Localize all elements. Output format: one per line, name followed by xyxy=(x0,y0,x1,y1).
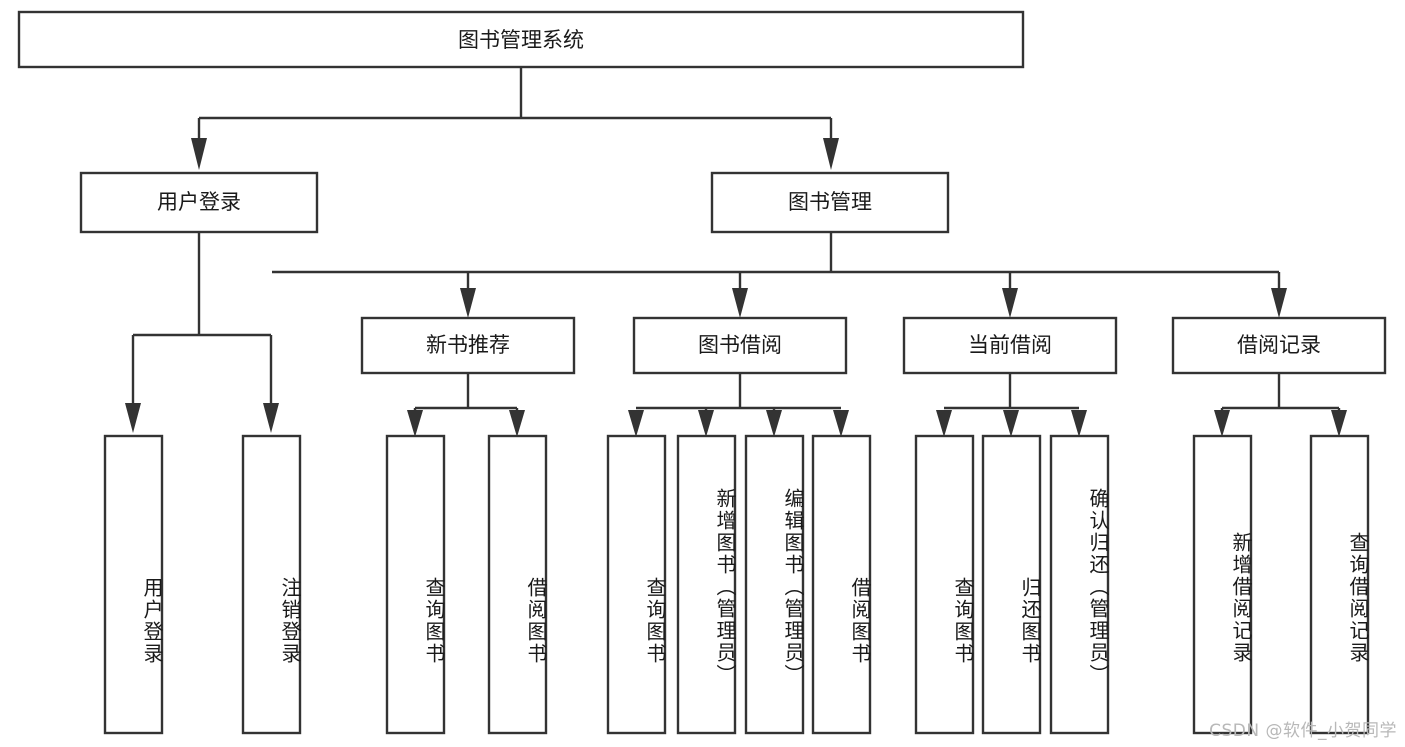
arrow-user-login xyxy=(191,138,207,170)
node-leaf-borrow-book-1-box[interactable] xyxy=(487,434,548,735)
arrow-leaf-query-book-3 xyxy=(936,410,952,437)
arrow-leaf-query-book-1 xyxy=(407,410,423,437)
node-leaf-query-record-box[interactable] xyxy=(1309,434,1370,735)
arrow-new-book-recommend xyxy=(460,288,476,318)
arrow-leaf-add-book xyxy=(698,410,714,437)
node-leaf-user-login-box[interactable] xyxy=(103,434,164,735)
arrow-leaf-add-record xyxy=(1214,410,1230,437)
arrow-leaf-user-login xyxy=(125,403,141,433)
node-leaf-confirm-return-box[interactable] xyxy=(1049,434,1110,735)
node-book-borrow-label: 图书借阅 xyxy=(698,333,782,357)
arrow-leaf-query-record xyxy=(1331,410,1347,437)
node-root-label: 图书管理系统 xyxy=(458,28,584,52)
node-leaf-add-record-box[interactable] xyxy=(1192,434,1253,735)
node-leaf-logout-box[interactable] xyxy=(241,434,302,735)
node-leaf-query-book-1-box[interactable] xyxy=(385,434,446,735)
node-new-book-recommend-label: 新书推荐 xyxy=(426,333,510,357)
node-leaf-borrow-book-2-box[interactable] xyxy=(811,434,872,735)
arrow-leaf-logout xyxy=(263,403,279,433)
node-new-book-recommend-box[interactable] xyxy=(360,316,576,375)
node-root-box[interactable] xyxy=(17,10,1025,69)
node-leaf-return-book-box[interactable] xyxy=(981,434,1042,735)
node-leaf-query-book-3-box[interactable] xyxy=(914,434,975,735)
arrow-book-borrow xyxy=(732,288,748,318)
arrow-borrow-record xyxy=(1271,288,1287,318)
arrow-leaf-query-book-2 xyxy=(628,410,644,437)
arrow-leaf-return-book xyxy=(1003,410,1019,437)
node-borrow-record-label: 借阅记录 xyxy=(1237,333,1321,357)
arrow-leaf-borrow-book-1 xyxy=(509,410,525,437)
node-user-login-label: 用户登录 xyxy=(157,190,241,214)
node-current-borrow-label: 当前借阅 xyxy=(968,333,1052,357)
arrow-current-borrow xyxy=(1002,288,1018,318)
arrow-book-management xyxy=(823,138,839,170)
arrow-leaf-confirm-return xyxy=(1071,410,1087,437)
arrow-leaf-edit-book xyxy=(766,410,782,437)
node-leaf-query-book-2-box[interactable] xyxy=(606,434,667,735)
arrow-leaf-borrow-book-2 xyxy=(833,410,849,437)
node-book-management-label: 图书管理 xyxy=(788,190,872,214)
node-leaf-edit-book-box[interactable] xyxy=(744,434,805,735)
csdn-watermark: CSDN @软件_小贺同学 xyxy=(1209,721,1397,741)
node-leaf-add-book-box[interactable] xyxy=(676,434,737,735)
node-book-management-box[interactable] xyxy=(710,171,950,234)
